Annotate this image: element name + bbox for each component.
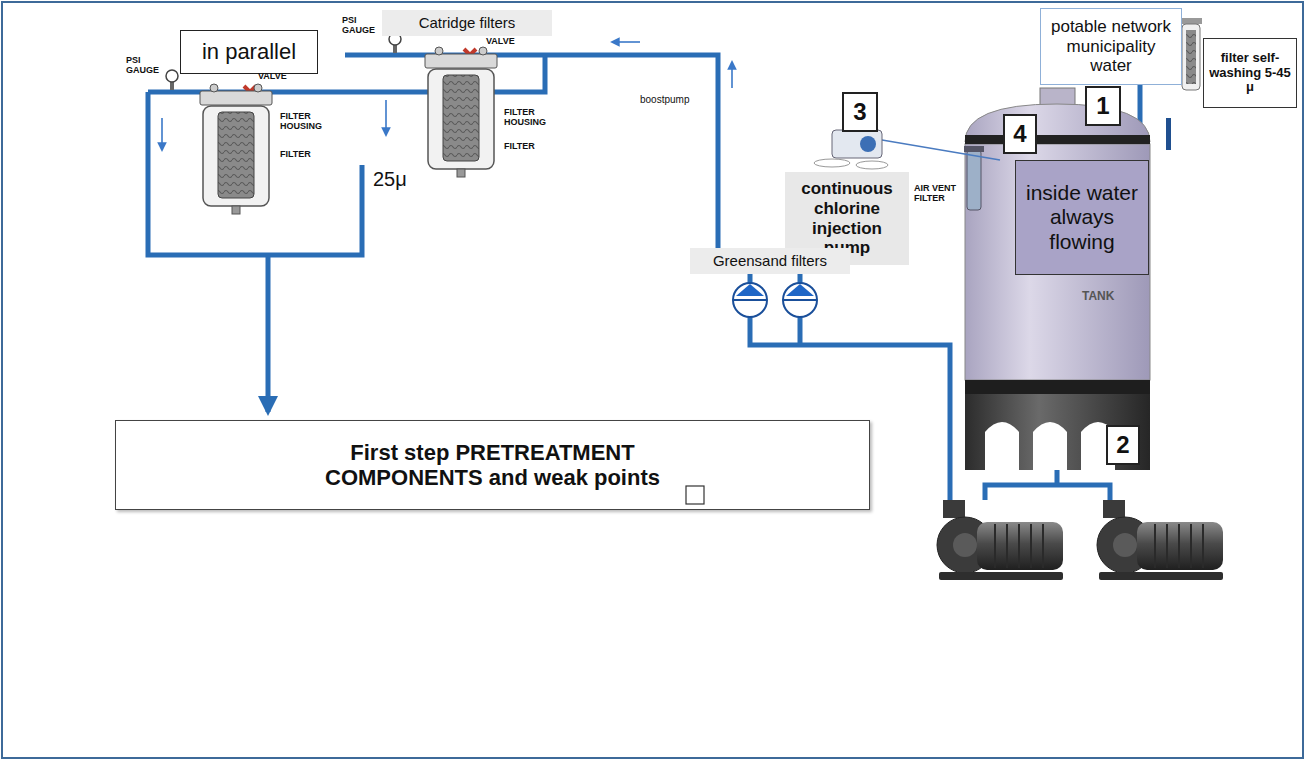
part-label: FILTER HOUSING <box>504 108 558 128</box>
callout-number: 2 <box>1106 425 1140 465</box>
centrifugal-pumps-part <box>937 500 1063 580</box>
part-label: VALVE <box>486 37 515 47</box>
node-text: potable network municipality water <box>1047 17 1175 76</box>
part-label: boostpump <box>640 94 689 105</box>
centrifugal-pumps <box>937 500 1223 580</box>
part-label: PSI GAUGE <box>126 56 164 76</box>
cartridge-filter-left-part <box>200 84 272 214</box>
pump-symbols-part <box>784 299 816 301</box>
flow-arrows-part <box>161 118 163 150</box>
flow-arrows-part <box>385 100 387 135</box>
part-label: PSI GAUGE <box>342 16 380 36</box>
chlorine-pump-icon <box>814 130 1000 169</box>
cartridge-filter-right <box>389 33 497 177</box>
flow-arrows-part <box>612 41 640 43</box>
pipe-stub <box>1166 118 1171 150</box>
air-vent-filter-part <box>967 150 981 210</box>
storage-tank <box>965 88 1150 470</box>
pump-symbols-part <box>786 284 814 296</box>
node-text: Greensand filters <box>713 252 827 269</box>
part-label: FILTER <box>504 142 535 152</box>
self-washing-filter-part <box>1182 24 1200 90</box>
storage-tank-part <box>965 380 1150 394</box>
part-label: VALVE <box>258 72 287 82</box>
pipes-part <box>345 55 718 265</box>
node-text: 4 <box>1013 120 1026 148</box>
storage-tank-part <box>965 380 1150 470</box>
self-washing-filter-part <box>1186 30 1196 84</box>
part-label: FILTER <box>280 150 311 160</box>
callout-number: 1 <box>1085 86 1121 126</box>
source-box: potable network municipality water <box>1040 8 1182 85</box>
note-icon <box>686 486 704 504</box>
node-text: Catridge filters <box>419 14 516 31</box>
flow-arrows-part <box>731 62 733 88</box>
storage-tank-part <box>1040 88 1075 106</box>
cartridge-filter-right-part <box>425 47 497 177</box>
node-text: 2 <box>1116 431 1129 459</box>
title-box: First step PRETREATMENT COMPONENTS and w… <box>115 420 870 510</box>
pump-symbols-part <box>736 284 764 296</box>
pump-symbols-part <box>734 299 766 301</box>
group-label: in parallel <box>180 30 318 74</box>
section-label: Greensand filters <box>690 248 850 274</box>
air-vent-filter-part <box>964 146 984 152</box>
pipes-part <box>985 470 1110 500</box>
callout-number: 3 <box>842 92 878 132</box>
pipes-part <box>266 255 271 412</box>
self-washing-filter <box>1180 18 1202 90</box>
node-text: filter self-washing 5-45 μ <box>1209 51 1291 96</box>
storage-tank-part <box>985 422 1115 470</box>
note-icon-part <box>686 486 704 504</box>
storage-tank-part <box>965 135 1150 144</box>
node-text: continuous chlorine injection pump <box>791 179 903 257</box>
tank-note: inside water always flowing <box>1015 160 1149 275</box>
pump-symbols-part <box>733 283 767 317</box>
node-text: First step PRETREATMENT COMPONENTS and w… <box>283 440 703 491</box>
cartridge-filter-left <box>166 70 272 214</box>
self-washing-filter-part <box>1180 18 1202 24</box>
node-text: 1 <box>1096 92 1109 120</box>
chlorine-pump-icon-part <box>860 136 876 152</box>
chlorine-pump-icon-part <box>814 159 850 167</box>
pipes <box>148 45 1186 500</box>
section-label: Catridge filters <box>382 10 552 36</box>
part-label: TANK <box>1082 290 1114 303</box>
pipes-part <box>750 317 950 500</box>
part-label: AIR VENT FILTER <box>914 184 962 204</box>
cartridge-filter-left-part <box>166 70 178 82</box>
pump-symbols-part <box>783 283 817 317</box>
node-text: 3 <box>853 98 866 126</box>
pump-symbols <box>733 283 817 317</box>
chlorine-pump-icon-part <box>856 161 888 169</box>
chlorine-pump-icon-part <box>832 130 882 158</box>
part-label: FILTER HOUSING <box>280 112 334 132</box>
chlorine-pump-icon-part <box>882 140 1000 160</box>
storage-tank-part <box>965 144 1150 380</box>
filter-note: filter self-washing 5-45 μ <box>1203 38 1297 108</box>
node-text: inside water always flowing <box>1022 181 1142 253</box>
dimension-label: 25μ <box>373 168 407 190</box>
callout-number: 4 <box>1003 114 1037 154</box>
centrifugal-pumps-part <box>1097 500 1223 580</box>
node-text: in parallel <box>202 39 296 64</box>
